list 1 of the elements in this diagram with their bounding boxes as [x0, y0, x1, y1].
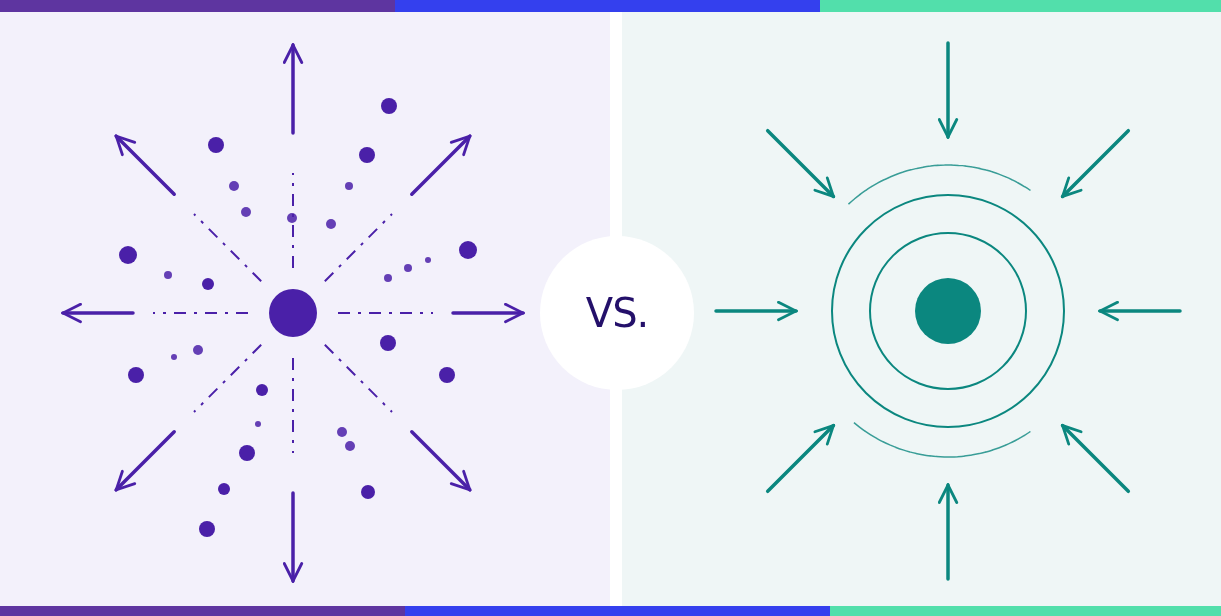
vs-text: VS. — [585, 290, 649, 336]
